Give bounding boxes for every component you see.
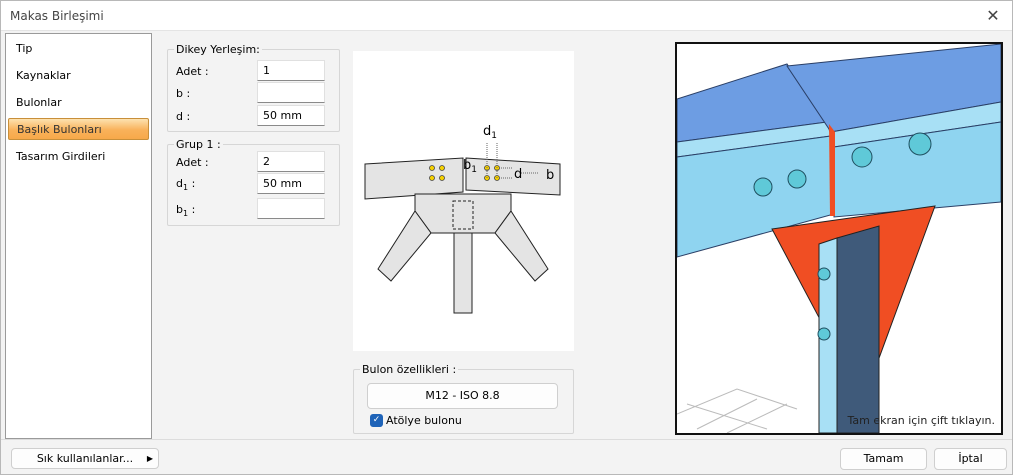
connection-diagram: d1 b1 d b [353, 51, 574, 351]
b1-label-colon: : [188, 203, 196, 216]
diagram-b1-label: b1 [463, 158, 477, 175]
adet-label: Adet : [176, 156, 209, 169]
sidebar-item-tip[interactable]: Tip [16, 42, 33, 55]
b-label: b : [176, 87, 191, 100]
ok-button[interactable]: Tamam [840, 448, 927, 470]
group-title: Bulon özellikleri : [360, 363, 459, 376]
sidebar-item-bulonlar[interactable]: Bulonlar [16, 96, 62, 109]
3d-model-render: Tam ekran için çift tıklayın. [677, 44, 1001, 433]
window-title: Makas Birleşimi [10, 9, 104, 23]
diagram-d1-label: d1 [483, 124, 497, 141]
atolye-checkbox[interactable]: ✓ [370, 414, 383, 427]
adet-label: Adet : [176, 65, 209, 78]
d1-label-colon: : [188, 177, 196, 190]
atolye-label[interactable]: Atölye bulonu [386, 414, 462, 427]
group-title: Grup 1 : [174, 138, 223, 151]
truss-joint-drawing: d1 b1 d b [364, 124, 561, 314]
dikey-adet-input[interactable]: 1 [257, 60, 325, 81]
sidebar-item-baslik-bulonlari[interactable]: Başlık Bulonları [8, 118, 149, 140]
footer-divider [1, 439, 1012, 440]
chevron-right-icon: ▶ [146, 454, 153, 463]
grup1-b1-input[interactable] [257, 198, 325, 219]
b1-label-text: b [176, 203, 183, 216]
diagram-b-label: b [546, 168, 554, 183]
dikey-b-input[interactable] [257, 82, 325, 103]
title-bar: Makas Birleşimi ✕ [1, 1, 1012, 31]
b1-label: b1 : [176, 203, 195, 218]
sidebar-item-tasarim-girdileri[interactable]: Tasarım Girdileri [16, 150, 106, 163]
favorites-label: Sık kullanılanlar... [36, 452, 134, 465]
group-title: Dikey Yerleşim: [174, 43, 262, 56]
fullscreen-hint: Tam ekran için çift tıklayın. [846, 414, 995, 427]
grup1-d1-input[interactable]: 50 mm [257, 173, 325, 194]
favorites-button[interactable]: Sık kullanılanlar... ▶ [11, 448, 159, 469]
dikey-d-input[interactable]: 50 mm [257, 105, 325, 126]
grid-floor [677, 388, 798, 433]
d1-label-sub: 1 [182, 183, 189, 193]
bulon-ozellikleri-group: Bulon özellikleri : M12 - ISO 8.8 ✓ Atöl… [353, 363, 574, 434]
grup1-adet-input[interactable]: 2 [257, 151, 325, 172]
diagram-d-label: d [514, 167, 522, 182]
b1-label-sub: 1 [182, 209, 189, 219]
d-label: d : [176, 110, 191, 123]
3d-view[interactable]: Tam ekran için çift tıklayın. [675, 42, 1003, 435]
close-icon[interactable]: ✕ [986, 6, 1000, 25]
sidebar-item-kaynaklar[interactable]: Kaynaklar [16, 69, 71, 82]
dikey-yerlesim-group: Dikey Yerleşim: Adet : 1 b : d : 50 mm [167, 43, 340, 132]
grup1-group: Grup 1 : Adet : 2 d1 : 50 mm b1 : [167, 138, 340, 226]
cancel-button[interactable]: İptal [934, 448, 1007, 470]
d1-label: d1 : [176, 177, 195, 192]
sidebar: Tip Kaynaklar Bulonlar Başlık Bulonları … [5, 33, 152, 439]
d1-label-text: d [176, 177, 183, 190]
bolt-type-button[interactable]: M12 - ISO 8.8 [367, 383, 558, 409]
